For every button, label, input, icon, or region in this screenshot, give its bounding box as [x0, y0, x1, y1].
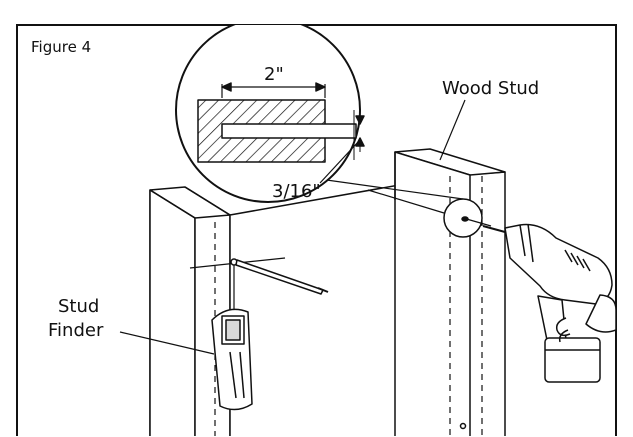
stud-finder-leader	[119, 331, 215, 355]
power-drill	[482, 223, 616, 383]
depth-dimension-label: 3/16"	[272, 181, 321, 202]
magnifier-detail	[175, 25, 464, 214]
width-dimension-label: 2"	[264, 64, 284, 85]
wood-stud-leader	[439, 99, 466, 161]
stud-finder	[211, 308, 253, 411]
drilled-slot	[221, 123, 357, 139]
figure-frame	[16, 24, 617, 436]
marker-line	[189, 257, 329, 310]
stud-finder-label-line1: Stud	[58, 296, 99, 317]
figure-label: Figure 4	[31, 38, 91, 56]
wood-stud-label: Wood Stud	[442, 78, 539, 99]
stud-finder-label-line2: Finder	[48, 320, 104, 341]
